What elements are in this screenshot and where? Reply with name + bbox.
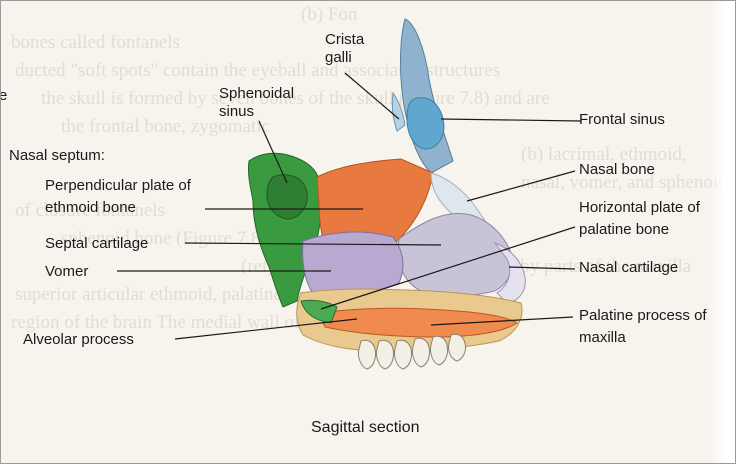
label-nasal-bone: Nasal bone <box>579 161 655 179</box>
label-septal-cartilage: Septal cartilage <box>45 235 148 253</box>
leader-nasal-bone <box>467 171 575 201</box>
frontal-bone-shape <box>401 19 454 173</box>
tooth <box>376 340 393 369</box>
tooth <box>430 336 447 365</box>
label-alveolar-process: Alveolar process <box>23 331 134 349</box>
label-palatine-process: Palatine process of maxilla <box>579 305 719 349</box>
label-sphenoidal-sinus: Sphenoidal sinus <box>219 85 309 121</box>
label-crista-galli: Crista galli <box>325 31 385 67</box>
clipped-left-text: e <box>0 87 7 105</box>
label-nasal-cartilage: Nasal cartilage <box>579 259 678 277</box>
tooth <box>394 340 411 369</box>
label-frontal-sinus: Frontal sinus <box>579 111 665 129</box>
label-vomer: Vomer <box>45 263 88 281</box>
tooth <box>412 338 429 367</box>
leader-frontal-sinus <box>441 119 581 121</box>
leader-crista-galli <box>345 73 399 119</box>
tooth <box>358 340 375 369</box>
right-edge-fade <box>709 1 735 464</box>
figure-caption: Sagittal section <box>311 419 420 437</box>
label-horizontal-plate: Horizontal plate of palatine bone <box>579 197 719 241</box>
label-perpendicular-plate: Perpendicular plate of ethmoid bone <box>45 175 205 219</box>
septal-cartilage-shape <box>398 213 512 295</box>
tooth <box>448 334 465 361</box>
label-nasal-septum: Nasal septum: <box>9 147 105 165</box>
